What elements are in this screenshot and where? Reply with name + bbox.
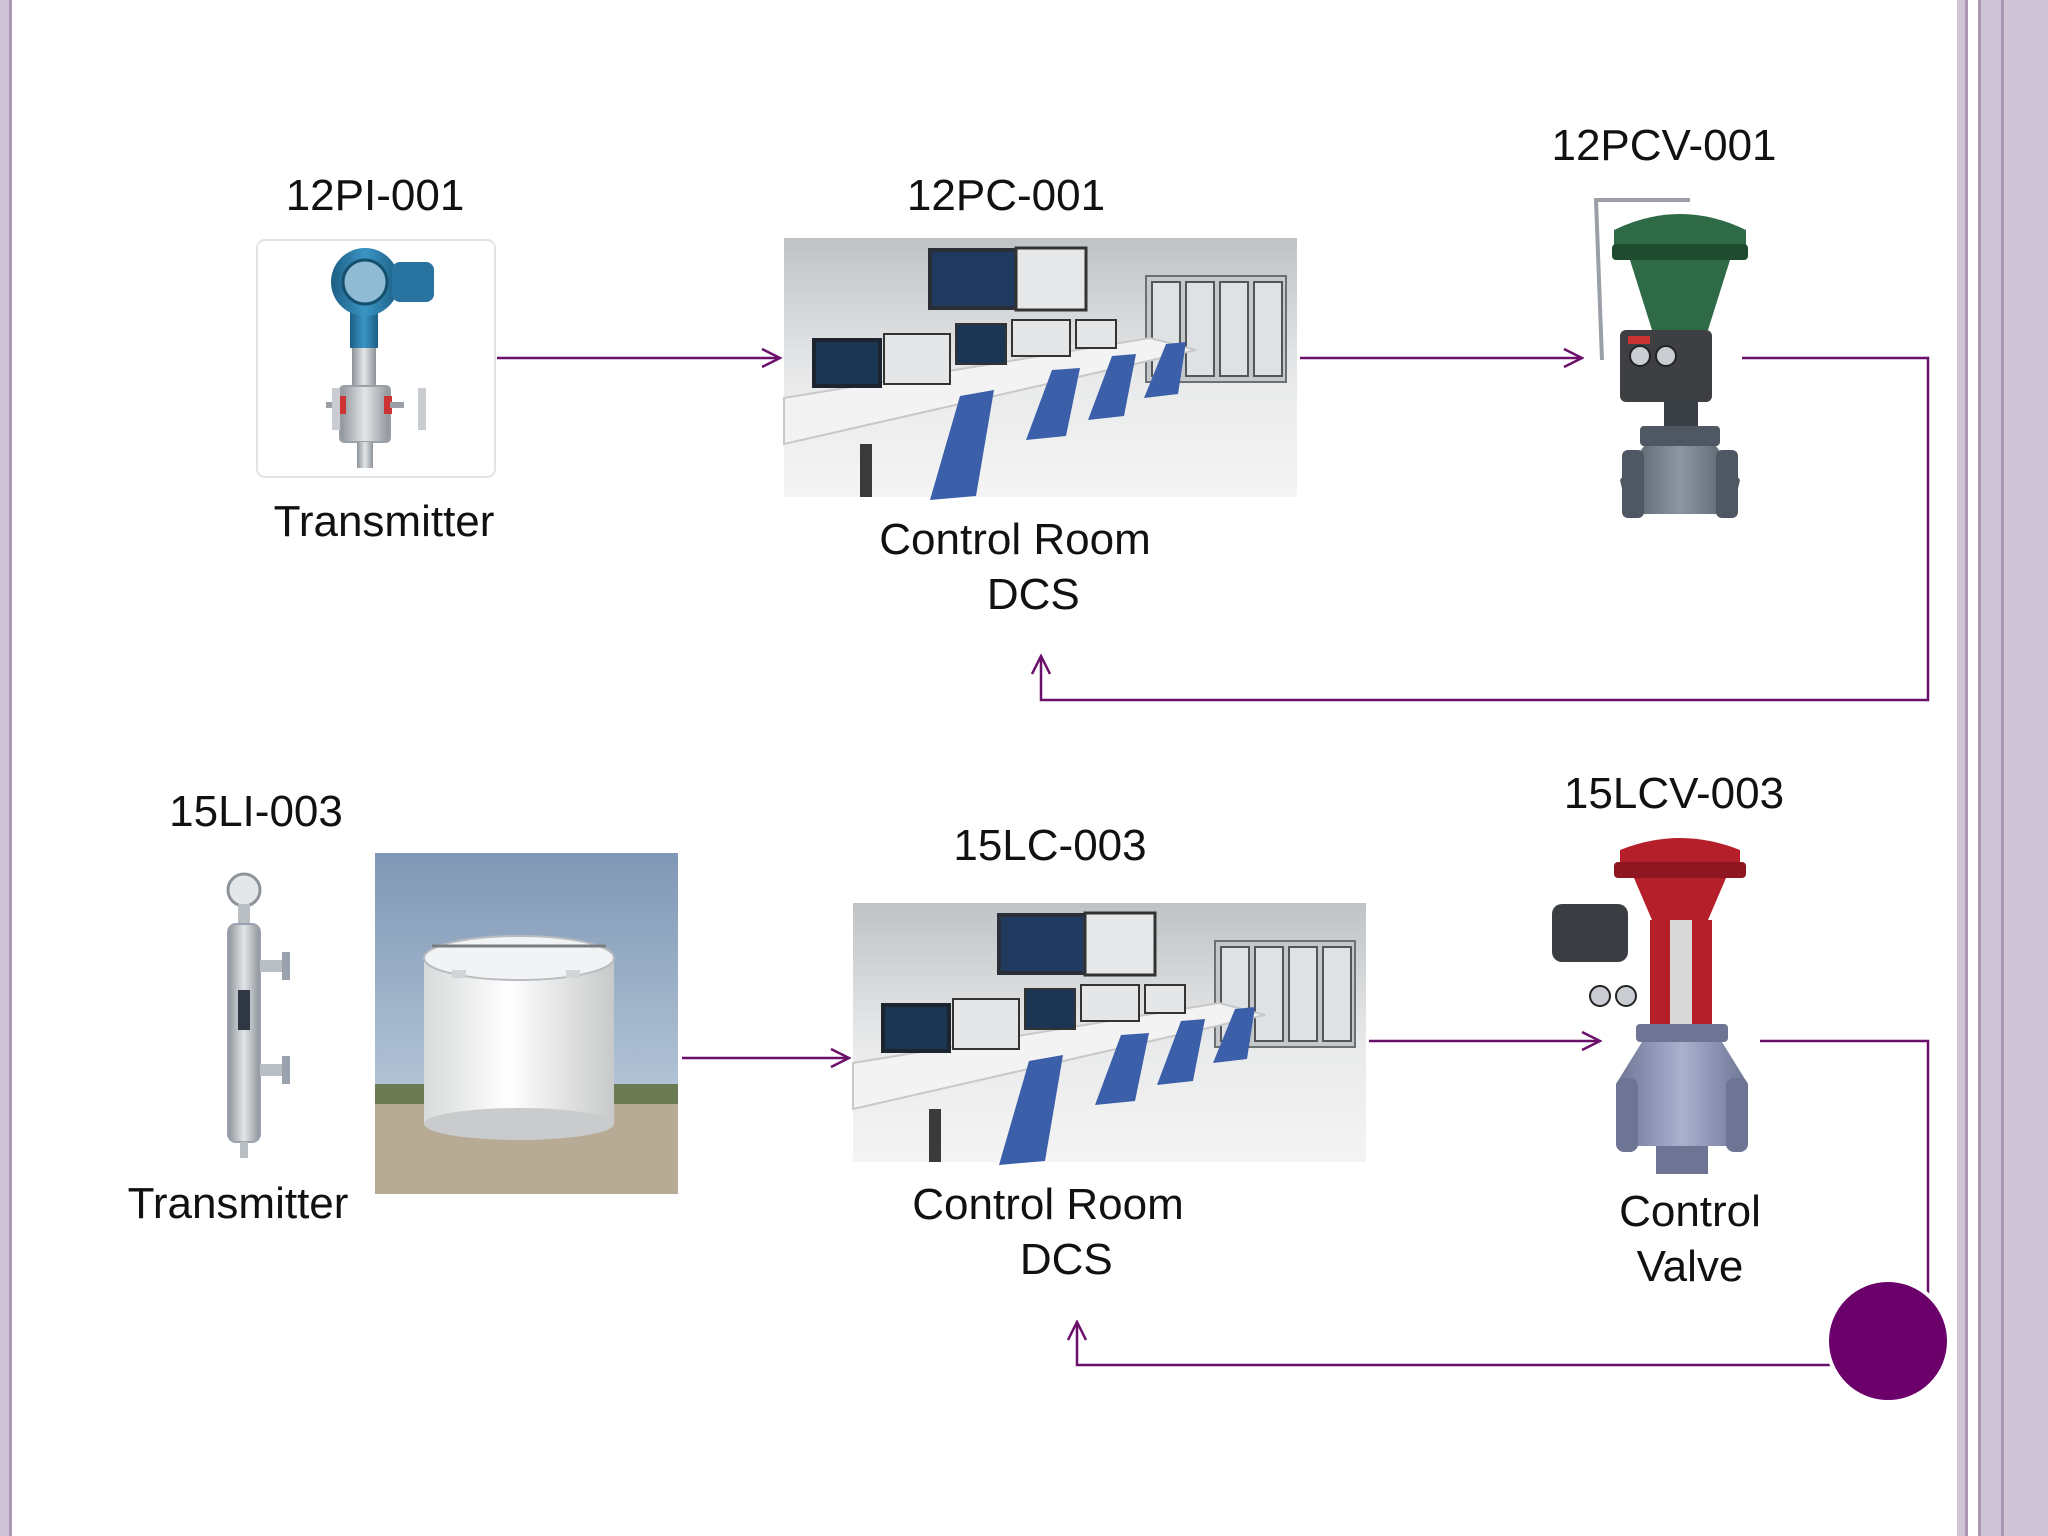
control-valve-icon [1552,838,1748,1174]
control-room-icon [783,238,1297,500]
tag-15lc-003: 15LC-003 [953,821,1147,870]
pressure-transmitter-icon [256,239,496,478]
level-transmitter-icon [226,872,290,1158]
control-room-dcs-label: Control Room DCS [912,1180,1184,1284]
control-room-dcs-label: Control Room DCS [879,515,1151,619]
tag-15li-003: 15LI-003 [169,787,343,836]
control-valve-icon [1593,198,1748,518]
storage-tank-icon [375,853,678,1194]
transmitter-label: Transmitter [273,497,495,546]
tag-12pi-001: 12PI-001 [285,171,465,220]
transmitter-label: Transmitter [127,1179,349,1228]
control-room-icon [852,903,1366,1165]
tag-15lcv-003: 15LCV-003 [1563,769,1785,818]
decorative-circle [1825,1278,1951,1404]
tag-12pcv-001: 12PCV-001 [1551,121,1777,170]
control-valve-label: Control Valve [1619,1187,1761,1291]
loop1-connectors [497,358,1930,702]
tag-12pc-001: 12PC-001 [906,171,1106,220]
